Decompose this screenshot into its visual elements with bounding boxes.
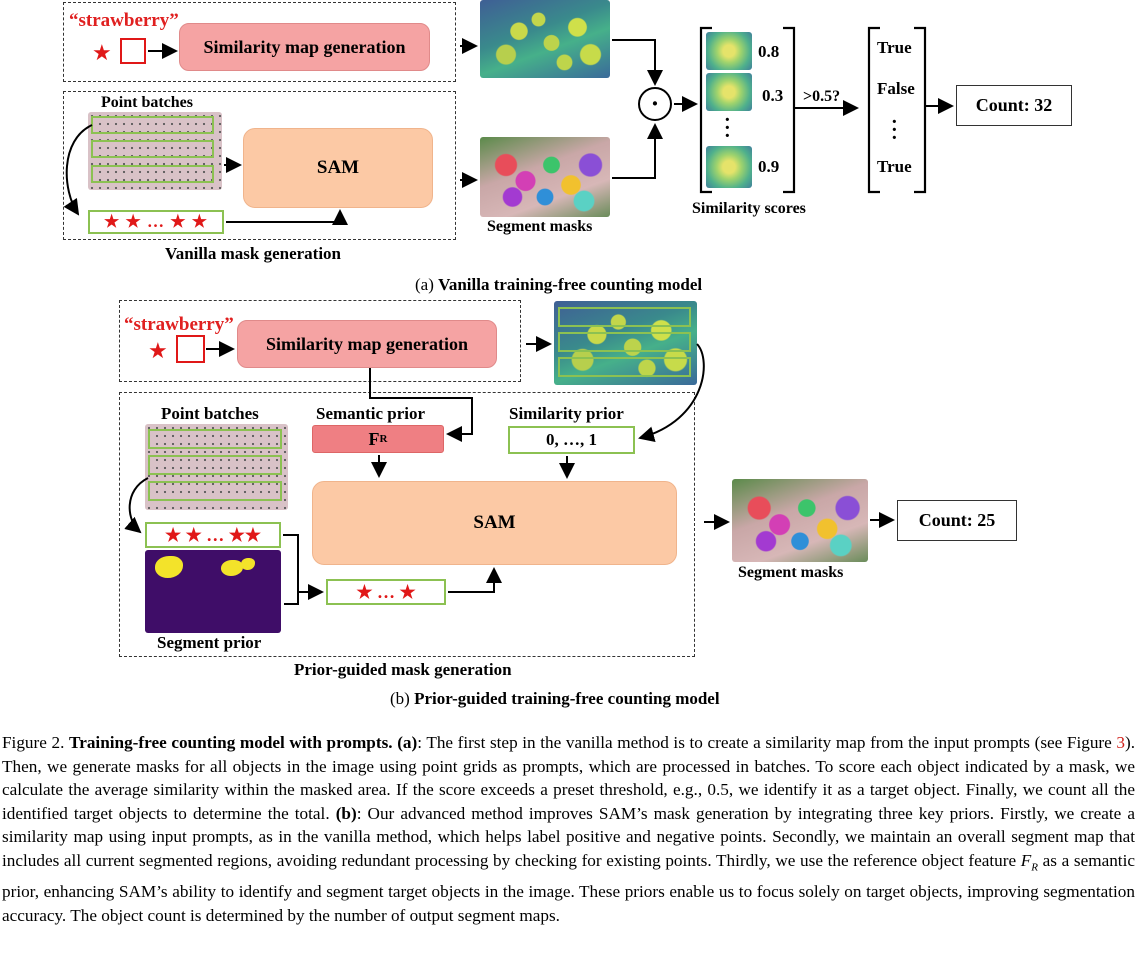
box-prompt-icon [176, 335, 205, 363]
batch-row-box [558, 357, 691, 377]
batch-row-box [91, 140, 214, 158]
caption-b: (b) Prior-guided training-free counting … [390, 689, 720, 709]
semantic-prior-label: Semantic prior [316, 404, 426, 423]
threshold-label: >0.5? [803, 88, 841, 105]
caption-b-title: Prior-guided training-free counting mode… [414, 689, 720, 708]
caption-a-prefix: (a) [415, 275, 434, 294]
stars-row-text: ★ ★ … ★ ★ [104, 212, 208, 231]
point-batches-image-b [145, 424, 288, 510]
score-thumbnail [706, 146, 752, 188]
fr-sub: R [379, 433, 388, 445]
decision-value: True [877, 38, 912, 57]
figure-caption: Figure 2. Training-free counting model w… [2, 731, 1135, 927]
segment-blob [155, 556, 183, 578]
figure-ref-link[interactable]: 3 [1116, 733, 1125, 752]
caption-title: Training-free counting model with prompt… [69, 733, 393, 752]
segment-prior-label: Segment prior [157, 633, 262, 652]
prompt-region-b [119, 300, 521, 382]
stars-row-text: ★ ★ … ★★ [164, 524, 262, 545]
box-prompt-icon [120, 38, 146, 64]
stars-row-b: ★ ★ … ★★ [145, 522, 281, 548]
vanilla-mask-region [63, 91, 456, 240]
batch-row-box [558, 332, 691, 352]
sam-box-a: SAM [243, 128, 433, 208]
similarity-prior-box: 0, …, 1 [508, 426, 635, 454]
segment-masks-label-a: Segment masks [487, 218, 593, 235]
batch-row-box [148, 481, 282, 501]
prompt-word-b: “strawberry” [124, 314, 234, 335]
count-box-a: Count: 32 [956, 85, 1072, 126]
caption-a-marker: (a) [397, 733, 418, 752]
segment-blob [241, 558, 255, 570]
star-icon: ★ [148, 338, 168, 363]
vertical-ellipsis: ··· [891, 111, 898, 149]
prior-guided-region [119, 392, 695, 657]
stars-row-a: ★ ★ … ★ ★ [88, 210, 224, 234]
similarity-map-generation-a: Similarity map generation [179, 23, 430, 71]
score-value: 0.8 [758, 42, 780, 61]
similarity-map-generation-b: Similarity map generation [237, 320, 497, 368]
caption-text-2: ). Then, we generate masks for all objec… [2, 733, 1136, 823]
score-value: 0.3 [762, 86, 784, 105]
connector-arrows [63, 26, 954, 605]
fr-inline-sub: R [1031, 861, 1039, 874]
caption-b-prefix: (b) [390, 689, 410, 708]
count-box-b: Count: 25 [897, 500, 1017, 541]
caption-a: (a) Vanilla training-free counting model [415, 275, 702, 295]
sam-box-b: SAM [312, 481, 677, 565]
caption-b-marker: (b) [335, 803, 357, 823]
score-thumbnail [706, 73, 752, 111]
caption-text-1: : The first step in the vanilla method i… [417, 733, 1117, 752]
stars-row-b2: ★ … ★ [326, 579, 446, 605]
segment-masks-image-a [480, 137, 610, 217]
caption-text-4: as a semantic prior, enhancing SAM’s abi… [2, 850, 1135, 925]
caption-label: Figure 2. [2, 733, 65, 752]
fr-label: F [368, 428, 380, 449]
similarity-map-image-b [554, 301, 697, 385]
point-batches-label-b: Point batches [161, 404, 259, 423]
point-batches-label-a: Point batches [101, 94, 193, 111]
similarity-scores-label: Similarity scores [692, 200, 806, 217]
score-value: 0.9 [758, 157, 780, 176]
dot-product-node: · [638, 87, 672, 121]
vertical-ellipsis: ··· [724, 109, 731, 147]
batch-row-box [148, 455, 282, 475]
dot-symbol: · [650, 89, 660, 118]
prompt-region-a [63, 2, 456, 82]
decision-value: False [877, 79, 915, 98]
similarity-prior-label: Similarity prior [509, 404, 624, 423]
score-thumbnail [706, 32, 752, 70]
point-batches-image-a [88, 112, 222, 190]
caption-text-3: : Our advanced method improves SAM’s mas… [2, 803, 1136, 870]
segment-blob [221, 560, 243, 576]
decision-value: True [877, 157, 912, 176]
vanilla-mask-label: Vanilla mask generation [165, 244, 342, 263]
star-icon: ★ [92, 40, 112, 65]
stars-row-text-2: ★ … ★ [356, 581, 416, 602]
segment-masks-image-b [732, 479, 868, 562]
prompt-word-a: “strawberry” [69, 10, 179, 31]
similarity-map-image-a [480, 0, 610, 78]
batch-row-box [91, 165, 214, 183]
segment-prior-image [145, 550, 281, 633]
fr-inline: F [1020, 850, 1032, 870]
batch-row-box [558, 307, 691, 327]
segment-masks-label-b: Segment masks [738, 564, 844, 581]
batch-row-box [148, 429, 282, 449]
prior-guided-label: Prior-guided mask generation [294, 660, 512, 679]
caption-a-title: Vanilla training-free counting model [438, 275, 703, 294]
